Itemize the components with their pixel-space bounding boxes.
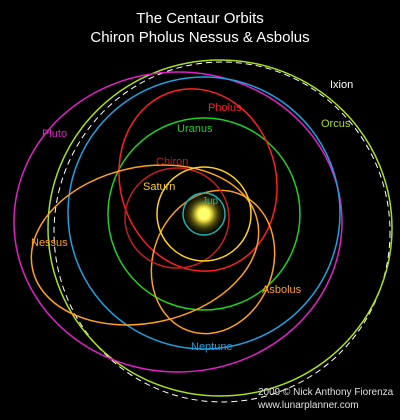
saturn-orbit bbox=[156, 166, 252, 262]
jupiter-orbit bbox=[182, 192, 226, 236]
asbolus-orbit bbox=[150, 189, 276, 335]
diagram-title: The Centaur Orbits bbox=[136, 10, 264, 27]
uranus-orbit bbox=[107, 117, 301, 311]
pluto-orbit bbox=[13, 71, 343, 373]
ixion-label: Ixion bbox=[330, 79, 354, 91]
credit-copyright: 2009 © Nick Anthony Fiorenza bbox=[258, 387, 394, 398]
jupiter-label: Jup bbox=[202, 196, 219, 207]
ixion-orbit bbox=[53, 61, 391, 403]
chiron-label: Chiron bbox=[156, 156, 189, 168]
asbolus-label: Asbolus bbox=[262, 284, 302, 296]
pluto-label: Pluto bbox=[42, 128, 68, 140]
pholus-label: Pholus bbox=[208, 102, 242, 114]
uranus-label: Uranus bbox=[177, 123, 213, 135]
nessus-orbit bbox=[30, 164, 260, 326]
chiron-orbit bbox=[124, 167, 230, 269]
credit-block: 2009 © Nick Anthony Fiorenza www.lunarpl… bbox=[258, 386, 393, 412]
orcus-label: Orcus bbox=[321, 118, 351, 130]
saturn-label: Saturn bbox=[143, 181, 176, 193]
sun bbox=[198, 208, 210, 220]
nessus-label: Nessus bbox=[31, 237, 68, 249]
diagram-subtitle: Chiron Pholus Nessus & Asbolus bbox=[90, 29, 310, 46]
credit-website: www.lunarplanner.com bbox=[258, 400, 359, 411]
orcus-orbit bbox=[47, 59, 393, 397]
neptune-orbit bbox=[67, 76, 341, 350]
neptune-label: Neptune bbox=[191, 341, 233, 353]
pholus-orbit bbox=[118, 88, 278, 272]
